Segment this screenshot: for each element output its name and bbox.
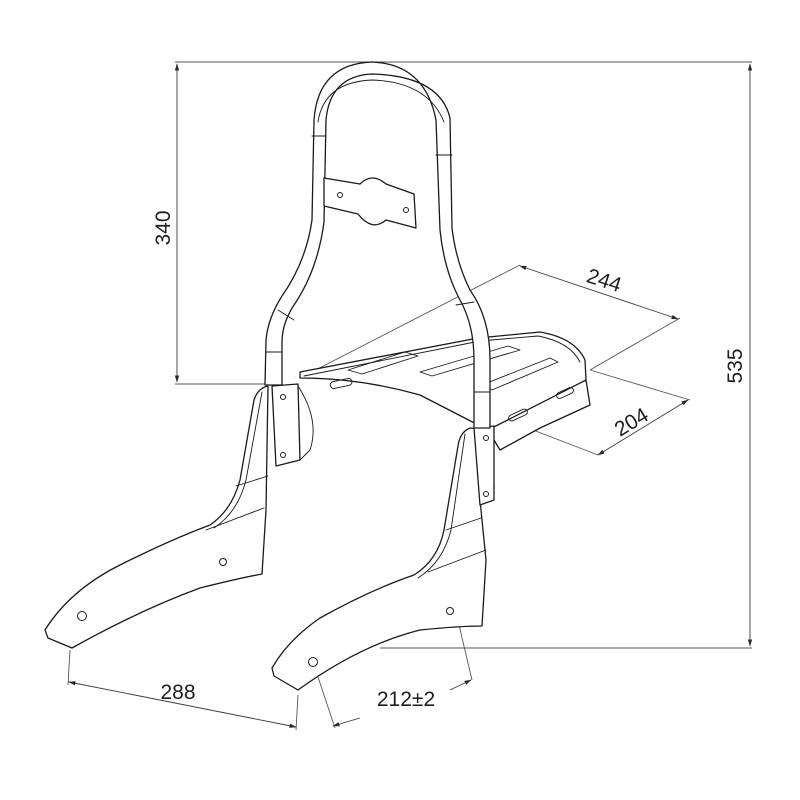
- luggage-rack: [299, 331, 591, 451]
- dimension-lines: [68, 63, 753, 728]
- dimension-labels: 340 535 244 204 288 212±2: [152, 210, 747, 711]
- dim-204-line: [597, 399, 689, 456]
- dim-212-line-left: [332, 717, 361, 727]
- mounting-hole: [308, 657, 318, 667]
- mounting-hole: [77, 611, 87, 621]
- dim-212-line-right: [449, 679, 472, 691]
- dim-204-label: 204: [611, 403, 653, 441]
- dim-244-line: [519, 265, 679, 320]
- mounting-hole: [446, 607, 454, 615]
- dim-288-line: [68, 681, 297, 728]
- right-side-plate: [271, 425, 495, 691]
- dim-212-label: 212±2: [377, 688, 435, 711]
- dim-244-label: 244: [584, 264, 625, 297]
- dim-340-label: 340: [152, 210, 175, 245]
- mounting-hole: [219, 558, 227, 566]
- dim-535-label: 535: [724, 348, 747, 383]
- backrest-plate: [323, 177, 417, 229]
- sissy-bar-hoop: [264, 61, 491, 429]
- left-side-plate: [44, 383, 314, 649]
- dim-288-label: 288: [160, 681, 195, 704]
